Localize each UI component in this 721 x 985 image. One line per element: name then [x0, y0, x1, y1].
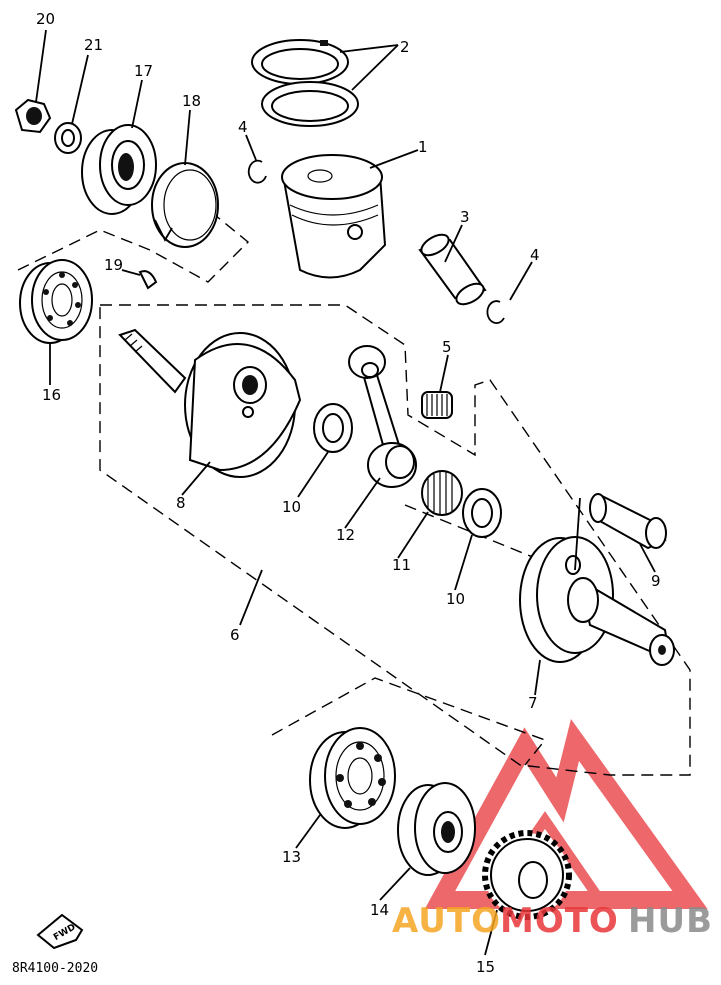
- leader-lines: [35, 29, 656, 956]
- callout-9: 9: [651, 572, 661, 590]
- primary-drive-gear: [482, 830, 572, 920]
- piston-pin-clip-top: [247, 159, 267, 184]
- right-bearing: [309, 727, 396, 829]
- crank-left: [118, 328, 302, 478]
- callout-17: 17: [134, 62, 153, 80]
- callout-18: 18: [182, 92, 201, 110]
- fwd-arrow-icon: FWD: [36, 913, 84, 950]
- callout-13: 13: [282, 848, 301, 866]
- callout-1: 1: [418, 138, 428, 156]
- bearing-seal-outline-top: [17, 214, 250, 283]
- oil-seal-right: [397, 782, 476, 876]
- callout-5: 5: [442, 338, 452, 356]
- callout-20: 20: [36, 10, 55, 28]
- nut: [14, 98, 52, 134]
- callout-7: 7: [528, 694, 538, 712]
- callout-11: 11: [392, 556, 411, 574]
- callout-12: 12: [336, 526, 355, 544]
- lock-washer: [54, 122, 82, 154]
- big-end-bearing: [421, 470, 463, 516]
- callout-21: 21: [84, 36, 103, 54]
- left-bearing: [19, 259, 93, 344]
- thrust-washer-right: [462, 488, 502, 538]
- svg-text:HUB: HUB: [628, 901, 713, 941]
- svg-text:MOTO: MOTO: [500, 901, 619, 941]
- callout-6: 6: [230, 626, 240, 644]
- callout-10-right: 10: [446, 590, 465, 608]
- callout-10-left: 10: [282, 498, 301, 516]
- oil-seal: [81, 124, 157, 215]
- thrust-washer-left: [313, 403, 353, 453]
- callout-15: 15: [476, 958, 495, 976]
- callout-14: 14: [370, 901, 389, 919]
- callout-4-right: 4: [530, 246, 540, 264]
- callout-16: 16: [42, 386, 61, 404]
- crank-right: [519, 536, 675, 666]
- small-end-bearing: [421, 391, 453, 419]
- piston-pin-clip-right: [486, 300, 505, 324]
- diagram-code: 8R4100-2020: [12, 961, 98, 976]
- piston: [281, 154, 387, 279]
- crank-pin: [589, 493, 667, 550]
- bearing-outline-bottom: [271, 677, 547, 766]
- woodruff-key: [138, 270, 158, 290]
- callout-3: 3: [460, 208, 470, 226]
- collar: [151, 162, 219, 248]
- piston-rings: [251, 39, 359, 127]
- piston-pin: [418, 233, 487, 306]
- svg-text:AUTO: AUTO: [392, 901, 501, 941]
- callout-8: 8: [176, 494, 186, 512]
- callout-2: 2: [400, 38, 410, 56]
- watermark-text: AUTO MOTO HUB: [392, 901, 713, 941]
- callout-19: 19: [104, 256, 123, 274]
- crank-assembly-outline: [99, 304, 691, 776]
- connecting-rod: [348, 345, 417, 488]
- callout-4-top: 4: [238, 118, 248, 136]
